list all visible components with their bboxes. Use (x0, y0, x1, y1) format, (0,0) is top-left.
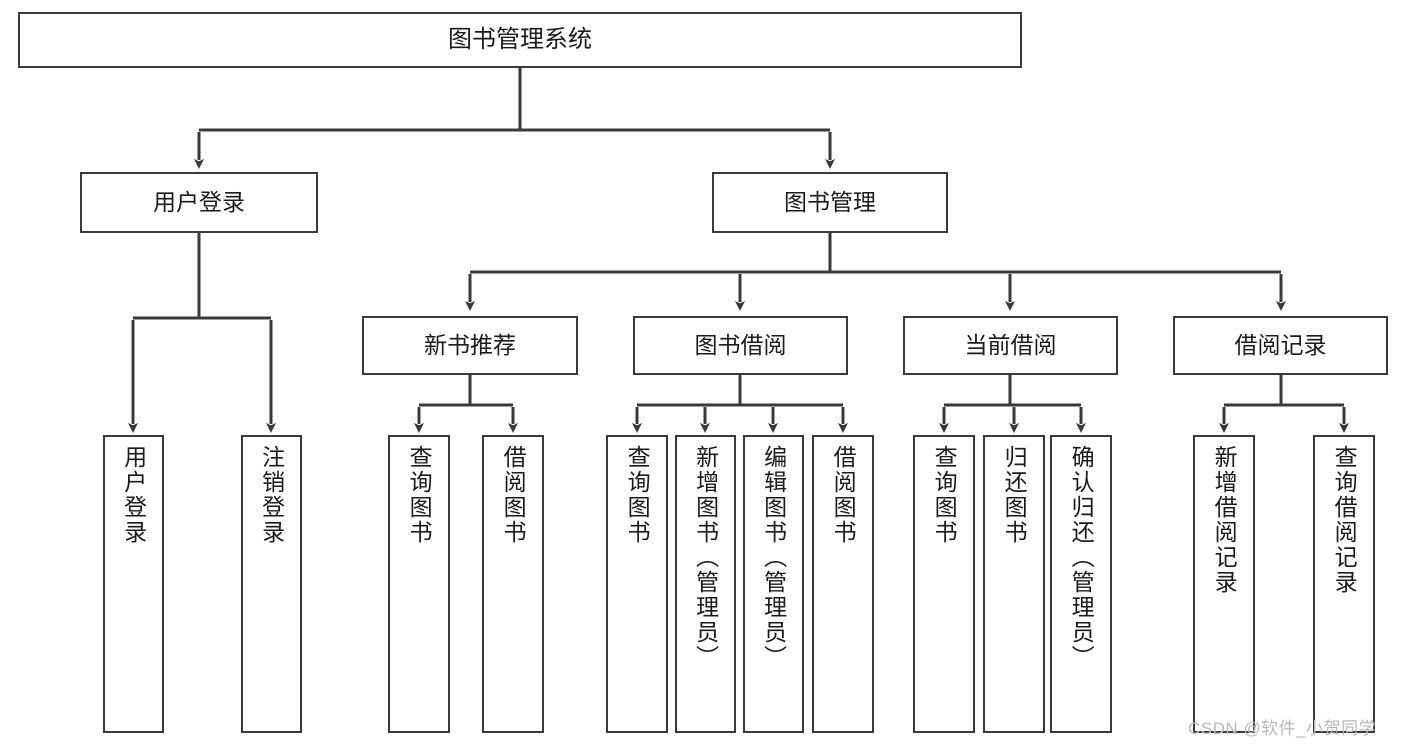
node-label: 注销登录 (258, 445, 285, 545)
node-new-book-recommend[interactable]: 新书推荐 (362, 316, 578, 375)
node-label: 归还图书 (1001, 445, 1028, 545)
node-leaf-borrow-book-2[interactable]: 借阅图书 (812, 435, 874, 733)
node-leaf-add-book[interactable]: 新增图书（管理员） (675, 435, 736, 733)
csdn-watermark: CSDN @软件_小贺同学 (1188, 719, 1377, 738)
node-label: 新增图书（管理员） (692, 445, 719, 670)
node-label: 用户登录 (120, 445, 147, 545)
node-current-borrow[interactable]: 当前借阅 (903, 316, 1118, 375)
node-leaf-borrow-book-1[interactable]: 借阅图书 (482, 435, 544, 733)
node-label: 确认归还（管理员） (1068, 445, 1095, 670)
node-leaf-user-login[interactable]: 用户登录 (103, 435, 164, 733)
node-label: 查询图书 (931, 445, 958, 545)
node-leaf-query-book-2[interactable]: 查询图书 (606, 435, 668, 733)
node-label: 查询图书 (624, 445, 651, 545)
node-leaf-query-book-1[interactable]: 查询图书 (388, 435, 450, 733)
node-book-management-system[interactable]: 图书管理系统 (18, 12, 1022, 68)
node-user-login[interactable]: 用户登录 (80, 172, 318, 233)
node-label: 查询图书 (406, 445, 433, 545)
node-label: 新书推荐 (424, 332, 516, 359)
node-leaf-add-record[interactable]: 新增借阅记录 (1193, 435, 1255, 733)
node-label: 当前借阅 (964, 332, 1057, 359)
node-label: 用户登录 (153, 189, 245, 216)
node-leaf-edit-book[interactable]: 编辑图书（管理员） (743, 435, 804, 733)
node-label: 查询借阅记录 (1331, 445, 1358, 595)
node-leaf-query-record[interactable]: 查询借阅记录 (1313, 435, 1375, 733)
node-label: 借阅图书 (830, 445, 857, 545)
node-borrow-record[interactable]: 借阅记录 (1173, 316, 1388, 375)
node-leaf-return-book[interactable]: 归还图书 (983, 435, 1045, 733)
node-leaf-query-book-3[interactable]: 查询图书 (913, 435, 975, 733)
node-label: 图书借阅 (694, 332, 787, 359)
node-book-management[interactable]: 图书管理 (712, 172, 948, 233)
node-label: 图书管理 (784, 189, 876, 216)
node-book-borrow[interactable]: 图书借阅 (633, 316, 848, 375)
node-label: 新增借阅记录 (1211, 445, 1238, 595)
node-label: 借阅记录 (1234, 332, 1327, 359)
node-label: 编辑图书（管理员） (760, 445, 787, 670)
node-leaf-user-logout[interactable]: 注销登录 (241, 435, 302, 733)
node-leaf-confirm-return[interactable]: 确认归还（管理员） (1050, 435, 1112, 733)
node-label: 图书管理系统 (448, 26, 592, 54)
node-label: 借阅图书 (500, 445, 527, 545)
